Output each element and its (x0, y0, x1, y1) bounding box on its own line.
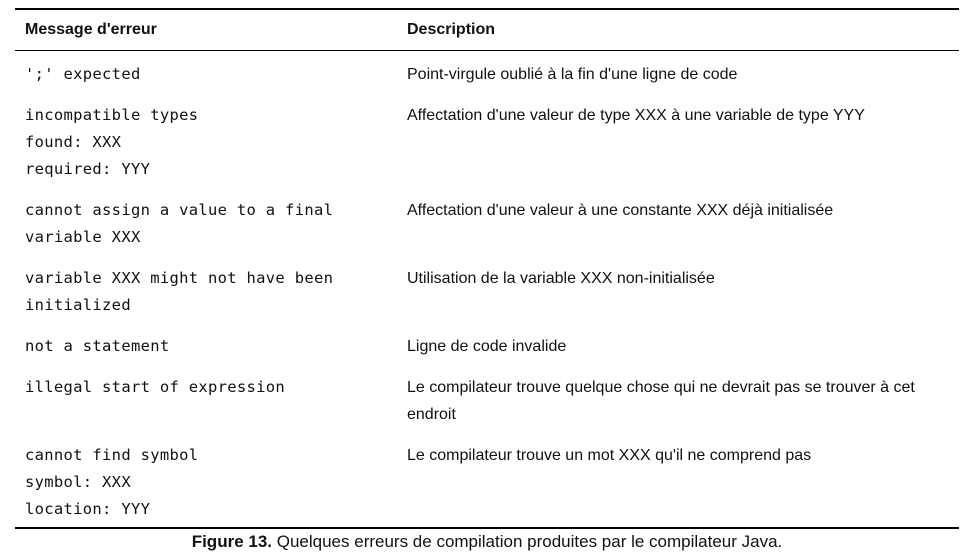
error-message-cell: variable XXX might not have been initiali… (15, 265, 407, 319)
error-message-line: incompatible types (25, 106, 199, 124)
error-description-cell: Utilisation de la variable XXX non-initi… (407, 270, 715, 287)
error-description-cell: Point-virgule oublié à la fin d'une lign… (407, 66, 738, 83)
error-message-cell: cannot find symbol symbol: XXX location: Y… (15, 442, 407, 523)
figure-caption: Figure 13. Quelques erreurs de compilati… (0, 532, 974, 552)
error-message-line: required: YYY (25, 160, 151, 178)
error-message-line: ';' expected (25, 65, 141, 83)
error-message-cell: ';' expected (15, 61, 407, 88)
error-message-line: cannot find symbol (25, 446, 199, 464)
table-header-row: Message d'erreur Description (15, 10, 959, 50)
error-message-line: location: YYY (25, 500, 151, 518)
error-message-line: illegal start of expression (25, 378, 286, 396)
table-row: cannot find symbol symbol: XXX location: Y… (15, 442, 959, 523)
error-message-line: found: XXX (25, 133, 122, 151)
error-description-cell: Affectation d'une valeur de type XXX à u… (407, 107, 865, 124)
table-row: variable XXX might not have been initiali… (15, 265, 959, 319)
error-description-cell: Le compilateur trouve quelque chose qui … (407, 379, 915, 423)
error-message-line: symbol: XXX (25, 473, 131, 491)
table-row: cannot assign a value to a final variable… (15, 197, 959, 251)
error-table: Message d'erreur Description ';' expecte… (15, 8, 959, 529)
error-message-cell: not a statement (15, 333, 407, 360)
table-bottom-rule (15, 527, 959, 529)
caption-text: Quelques erreurs de compilation produite… (272, 532, 783, 551)
caption-label: Figure 13. (191, 532, 273, 551)
table-row: ';' expected Point-virgule oublié à la fi… (15, 61, 959, 88)
error-message-line: initialized (25, 296, 131, 314)
error-message-line: not a statement (25, 337, 170, 355)
table-top-rule (15, 8, 959, 10)
error-message-line: variable XXX (25, 228, 141, 246)
header-description: Description (407, 21, 496, 38)
error-message-cell: illegal start of expression (15, 374, 407, 428)
error-message-cell: incompatible types found: XXX required: YY… (15, 102, 407, 183)
table-header-rule (15, 50, 959, 51)
table-row: illegal start of expression Le compilateu… (15, 374, 959, 428)
error-description-cell: Affectation d'une valeur à une constante… (407, 202, 834, 219)
table-row: not a statement Ligne de code invalide (15, 333, 959, 360)
table-body: ';' expected Point-virgule oublié à la fi… (15, 51, 959, 523)
header-message: Message d'erreur (25, 21, 157, 38)
table-row: incompatible types found: XXX required: YY… (15, 102, 959, 183)
error-description-cell: Le compilateur trouve un mot XXX qu'il n… (407, 447, 812, 464)
error-message-line: variable XXX might not have been (25, 269, 334, 287)
error-message-line: cannot assign a value to a final (25, 201, 334, 219)
error-description-cell: Ligne de code invalide (407, 338, 567, 355)
error-message-cell: cannot assign a value to a final variable… (15, 197, 407, 251)
